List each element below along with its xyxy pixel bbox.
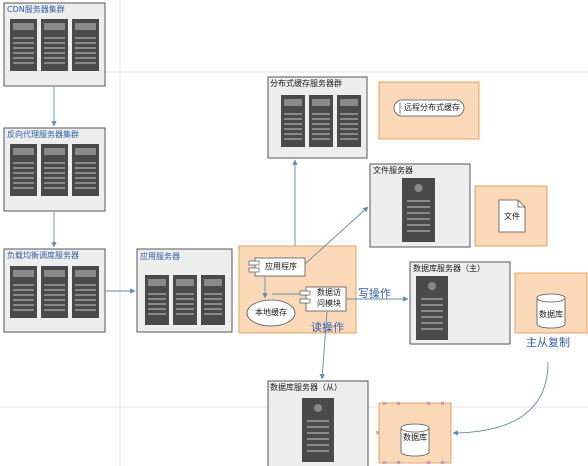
tower-server-icon <box>416 276 448 340</box>
file-label: 文件 <box>504 212 520 221</box>
db-slave-store-label: 数据库 <box>403 433 427 442</box>
file-server-label: 文件服务器 <box>373 166 413 175</box>
local-cache-shape <box>246 299 296 327</box>
read-op-label: 读操作 <box>311 321 344 334</box>
load-balancer-label: 负载均衡调度服务器 <box>7 251 79 260</box>
tower-server-icon <box>302 398 334 462</box>
app-program-port-bottom <box>248 267 260 273</box>
local-cache-label: 本地缓存 <box>255 308 287 317</box>
app-server-box <box>136 248 233 333</box>
write-op-label: 写操作 <box>358 287 391 300</box>
dist-cache-cluster-box <box>267 76 368 159</box>
file-server-box <box>369 163 471 248</box>
tower-server-icon <box>402 178 435 242</box>
connectors <box>51 87 549 436</box>
server-rack-icon <box>145 275 225 325</box>
master-slave-replication-label: 主从复制 <box>526 336 570 349</box>
load-balancer-box <box>3 248 106 333</box>
data-access-port-top <box>299 290 311 296</box>
file-document-icon <box>498 199 526 233</box>
app-server-label: 应用服务器 <box>140 252 180 261</box>
selection-handle-marks <box>375 401 445 465</box>
app-program-label: 应用程序 <box>265 262 297 271</box>
server-rack-icon <box>281 95 361 147</box>
reverse-proxy-cluster-box <box>3 127 106 212</box>
data-access-module-label-line2: 问模块 <box>317 299 341 308</box>
db-master-cylinder-icon <box>536 293 566 329</box>
app-program-shape <box>254 257 306 277</box>
db-slave-box <box>267 380 369 466</box>
db-slave-cylinder-icon <box>400 423 430 457</box>
dist-cache-cluster-label: 分布式缓存服务器群 <box>270 79 342 88</box>
data-access-module-label-line1: 数据访 <box>317 288 341 297</box>
server-rack-icon <box>10 19 99 71</box>
server-rack-icon <box>10 144 99 196</box>
data-access-port-bottom <box>299 298 311 304</box>
reverse-proxy-label: 反向代理服务器集群 <box>7 130 79 139</box>
remote-cache-label: 远程分布式缓存 <box>404 103 460 112</box>
db-slave-label: 数据库服务器（从） <box>270 383 342 392</box>
db-master-box <box>409 261 511 345</box>
remote-cache-pill <box>393 99 465 117</box>
db-master-store-label: 数据库 <box>539 310 563 319</box>
server-rack-icon <box>10 266 99 318</box>
app-program-port-top <box>248 260 260 266</box>
db-master-label: 数据库服务器（主） <box>413 264 485 273</box>
cdn-cluster-box <box>3 2 106 87</box>
cdn-cluster-label: CDN服务器集群 <box>7 5 65 14</box>
